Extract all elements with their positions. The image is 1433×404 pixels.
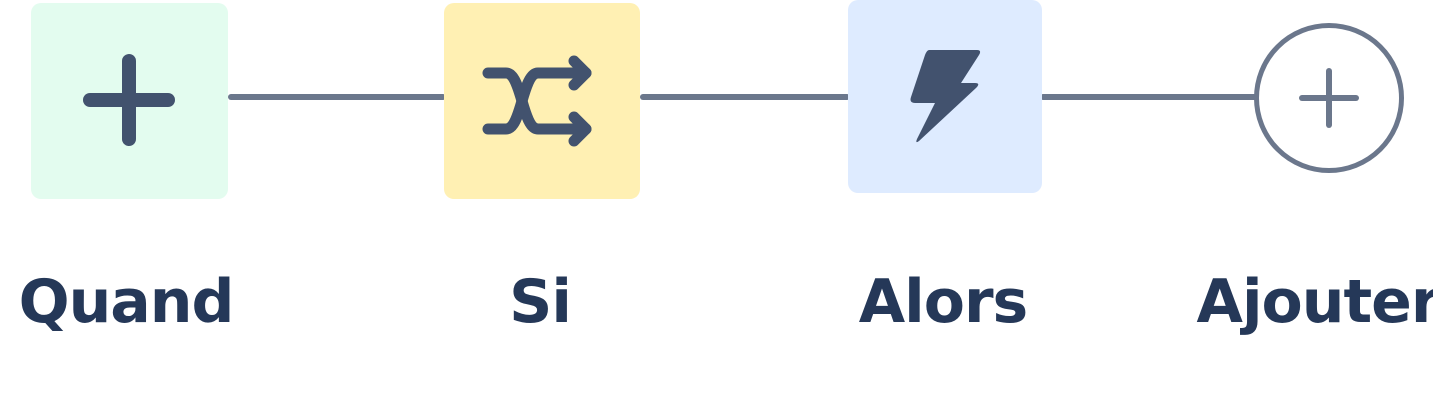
connector-then-add [1040, 94, 1258, 100]
step-label-add: Ajouter [1196, 267, 1433, 337]
step-label-then: Alors [858, 267, 1029, 337]
plus-icon [82, 54, 175, 146]
add-step-button[interactable] [1254, 23, 1404, 173]
if-condition-tile[interactable] [444, 3, 640, 199]
lightning-icon [910, 49, 981, 142]
when-trigger-tile[interactable] [31, 3, 228, 199]
connector-if-then [640, 94, 850, 100]
shuffle-icon [482, 55, 592, 147]
then-action-tile[interactable] [848, 0, 1042, 193]
add-circle-icon [1299, 68, 1359, 128]
step-label-when: Quand [18, 267, 235, 337]
step-label-if: Si [509, 267, 572, 337]
connector-when-if [228, 94, 446, 100]
